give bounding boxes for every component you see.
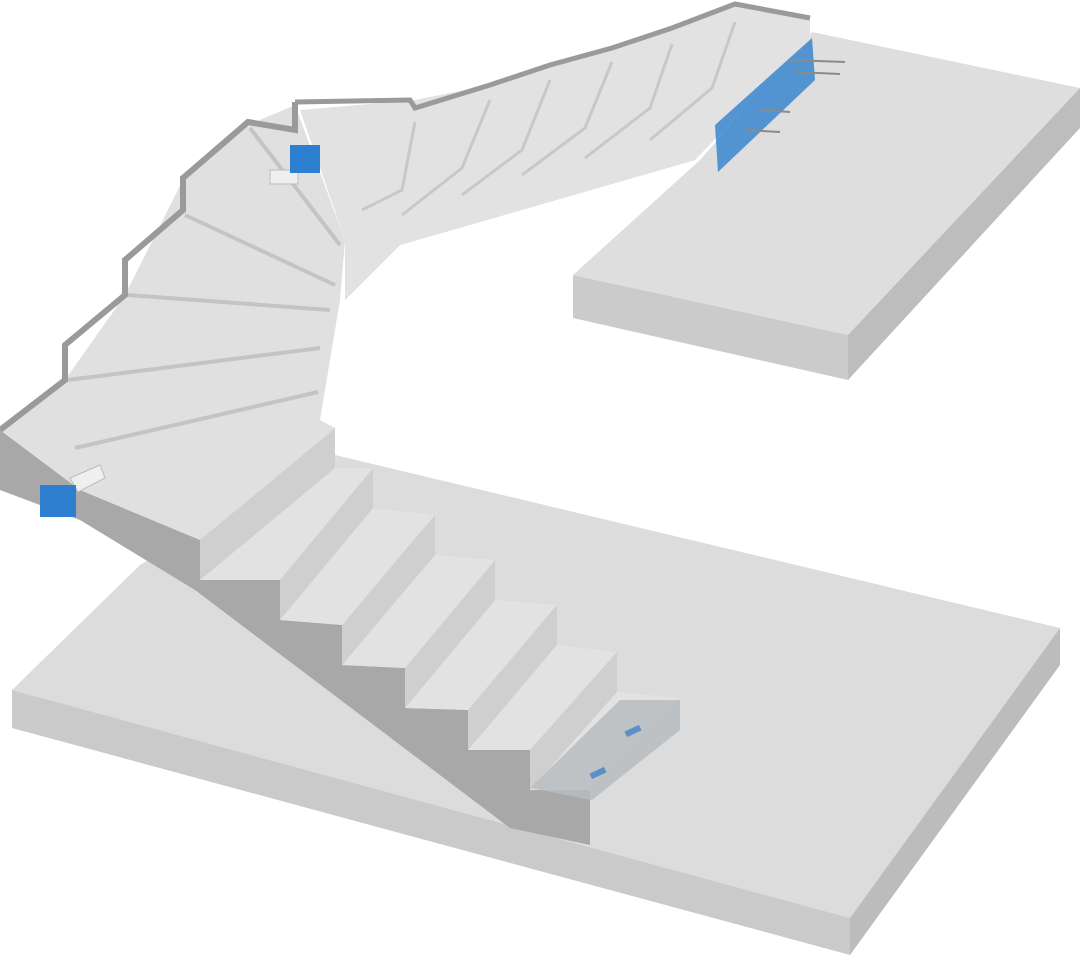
blue-block-lower	[40, 464, 106, 517]
upper-flight	[294, 1, 811, 300]
stair-tread	[405, 600, 557, 710]
stair-tread	[468, 645, 617, 750]
block-bracket	[269, 169, 299, 185]
insert-mark	[624, 724, 642, 738]
stair-tread	[280, 508, 435, 625]
lower-slab-front	[12, 690, 850, 955]
winder-section	[0, 102, 345, 540]
stair-riser	[200, 428, 335, 580]
winder-treads	[0, 105, 345, 540]
anchor-bars	[744, 59, 846, 133]
insert-mark	[589, 766, 607, 780]
upper-slab-top	[573, 32, 1080, 335]
stair-riser	[530, 652, 617, 790]
blue-block-upper	[269, 145, 320, 185]
bottom-step-insert	[530, 700, 680, 800]
upper-landing-slab	[573, 32, 1080, 380]
blue-block	[290, 145, 320, 173]
stair-riser	[342, 515, 435, 665]
stair-riser	[468, 605, 557, 750]
bottom-insert-plate	[530, 700, 680, 800]
upper-flight-wall	[294, 1, 811, 111]
stair-tread	[342, 555, 495, 668]
lower-slab-side	[850, 628, 1060, 955]
blue-anchor-plate	[715, 38, 815, 172]
upper-connection-plate	[715, 38, 846, 172]
stair-riser	[405, 560, 495, 708]
winder-risers	[67, 126, 342, 450]
upper-slab-side	[848, 88, 1080, 380]
stair-tread	[200, 468, 373, 580]
upper-flight-risers	[361, 21, 737, 217]
stair-riser	[280, 468, 373, 620]
lower-flight-side	[0, 430, 590, 845]
winder-wall	[0, 102, 298, 433]
upper-slab-front	[573, 275, 848, 380]
blue-block	[40, 485, 76, 517]
